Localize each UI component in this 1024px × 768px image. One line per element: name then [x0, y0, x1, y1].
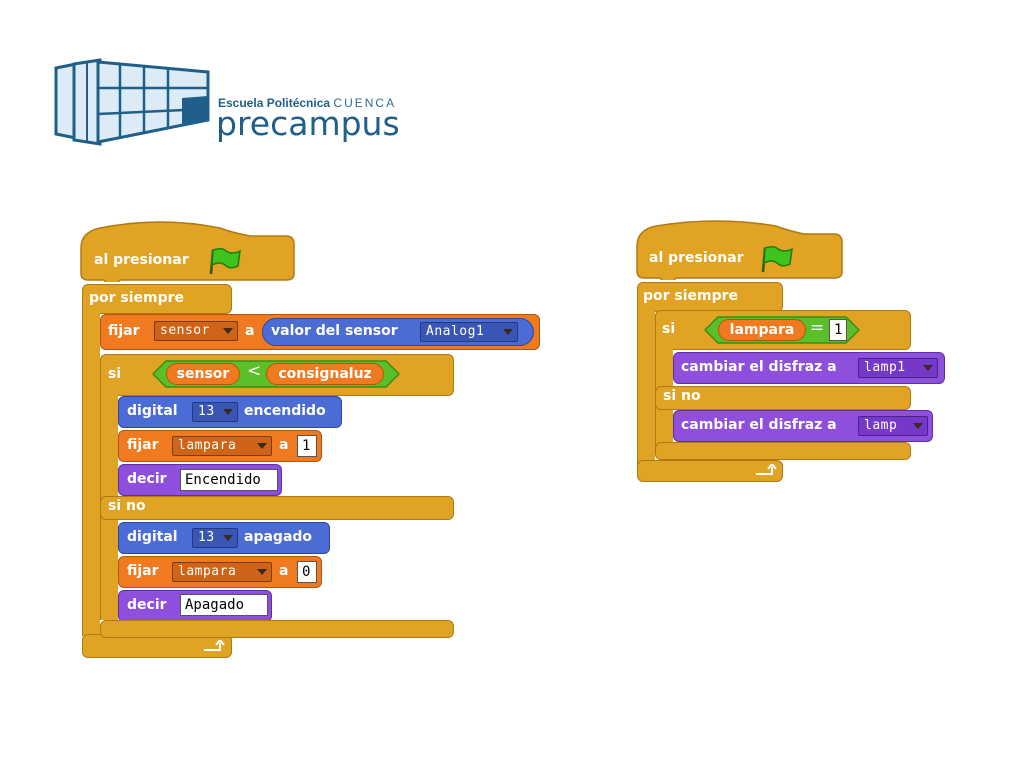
value-input-0[interactable]: 0	[297, 561, 317, 583]
else-label: si no	[108, 498, 146, 514]
to-label: a	[279, 437, 289, 453]
variable-dropdown-lampara[interactable]: lampara	[172, 436, 272, 456]
forever-label: por siempre	[89, 290, 185, 306]
digital-label: digital	[127, 403, 178, 419]
sensor-dropdown[interactable]: Analog1	[420, 322, 518, 342]
green-flag-icon	[761, 245, 793, 273]
if-label: si	[108, 366, 122, 382]
say-label: decir	[127, 471, 167, 487]
hat-label: al presionar	[649, 250, 744, 266]
loop-arrow-icon	[756, 464, 777, 475]
value-input-1[interactable]: 1	[297, 435, 317, 457]
to-label: a	[245, 323, 255, 339]
variable-dropdown-sensor[interactable]: sensor	[154, 321, 238, 341]
to-label: a	[279, 563, 289, 579]
value-input-1[interactable]: 1	[829, 319, 847, 341]
loop-arrow-icon	[204, 640, 225, 651]
if-label: si	[662, 321, 676, 337]
costume-dropdown[interactable]: lamp	[858, 416, 928, 436]
variable-dropdown-lampara[interactable]: lampara	[172, 562, 272, 582]
forever-block[interactable]	[82, 284, 232, 314]
pin-dropdown[interactable]: 13	[192, 402, 238, 422]
pin-dropdown[interactable]: 13	[192, 528, 238, 548]
switch-costume-label: cambiar el disfraz a	[681, 417, 837, 433]
switch-costume-label: cambiar el disfraz a	[681, 359, 837, 375]
else-section	[655, 386, 911, 410]
else-section	[100, 496, 454, 520]
set-label: fijar	[108, 323, 140, 339]
digital-label: digital	[127, 529, 178, 545]
sensor-value-label: valor del sensor	[271, 323, 398, 339]
hat-block-when-flag-clicked[interactable]	[80, 218, 296, 282]
forever-arm	[637, 304, 655, 466]
set-label: fijar	[127, 563, 159, 579]
costume-dropdown[interactable]: lamp1	[858, 358, 938, 378]
say-text-input[interactable]: Encendido	[180, 469, 278, 491]
if-bottom	[655, 442, 911, 460]
say-text-input[interactable]: Apagado	[180, 594, 268, 616]
forever-block[interactable]	[637, 282, 783, 312]
sensor-variable-pill[interactable]: sensor	[166, 363, 240, 385]
lampara-variable-pill[interactable]: lampara	[718, 319, 806, 341]
consignaluz-variable-pill[interactable]: consignaluz	[266, 363, 384, 385]
operator-symbol: <	[247, 361, 262, 381]
green-flag-icon	[209, 247, 241, 275]
forever-arm	[82, 306, 100, 636]
building-windows-icon	[54, 58, 210, 146]
logo-wordmark: precampus	[216, 104, 400, 143]
logo-school-name: Escuela Politécnica CUENCA	[218, 96, 397, 110]
say-label: decir	[127, 597, 167, 613]
hat-block-when-flag-clicked[interactable]	[636, 218, 844, 280]
state-label-off: apagado	[244, 529, 313, 545]
state-label-on: encendido	[244, 403, 326, 419]
else-label: si no	[663, 388, 701, 404]
operator-symbol: =	[810, 318, 825, 338]
forever-label: por siempre	[643, 288, 739, 304]
if-bottom	[100, 620, 454, 638]
hat-label: al presionar	[94, 252, 189, 268]
set-label: fijar	[127, 437, 159, 453]
forever-bottom	[637, 460, 783, 482]
